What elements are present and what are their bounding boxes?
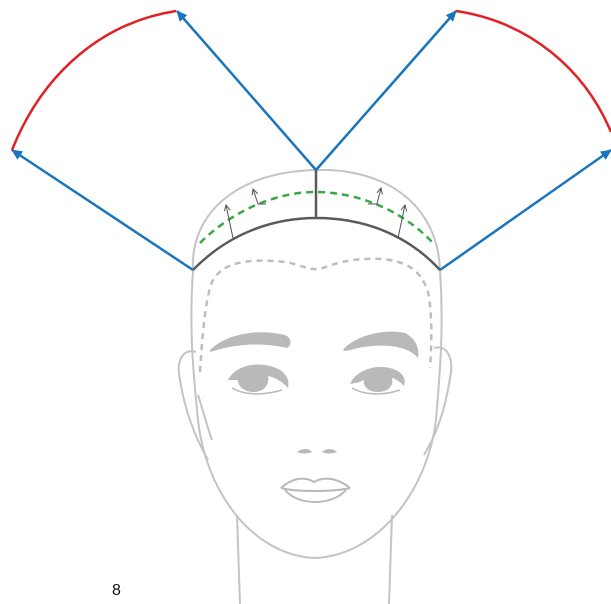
ears bbox=[179, 347, 451, 460]
elevation-arcs bbox=[12, 11, 611, 150]
guide-arrow-right-inner bbox=[316, 11, 456, 170]
neck bbox=[237, 515, 392, 604]
guide-arrows bbox=[12, 11, 611, 270]
upper-lip bbox=[281, 479, 350, 488]
projection-arrow-1 bbox=[226, 205, 233, 238]
lips bbox=[281, 479, 350, 502]
neck-right-line bbox=[389, 515, 392, 604]
eyebrows bbox=[210, 332, 418, 358]
elevation-arc-right bbox=[456, 11, 611, 132]
nose-left-nostril bbox=[297, 449, 312, 454]
left-eye-iris bbox=[238, 370, 269, 392]
lip-line bbox=[281, 488, 350, 491]
guide-arrow-right-outer bbox=[440, 150, 611, 270]
guide-arrow-left-inner bbox=[177, 11, 316, 170]
projection-arrow-4 bbox=[398, 205, 405, 238]
neck-left-line bbox=[237, 515, 240, 604]
eyes bbox=[228, 365, 405, 394]
hairline-dashed bbox=[200, 259, 431, 372]
left-eyebrow bbox=[210, 332, 291, 352]
guide-arrow-left-outer bbox=[12, 150, 193, 270]
elevation-arc-left bbox=[12, 11, 176, 150]
head-outline bbox=[191, 170, 441, 558]
nose-right-nostril bbox=[322, 449, 337, 454]
nose bbox=[297, 449, 337, 454]
page-number: 8 bbox=[112, 582, 121, 600]
right-eyebrow bbox=[343, 332, 418, 358]
right-eye-iris bbox=[364, 372, 393, 392]
